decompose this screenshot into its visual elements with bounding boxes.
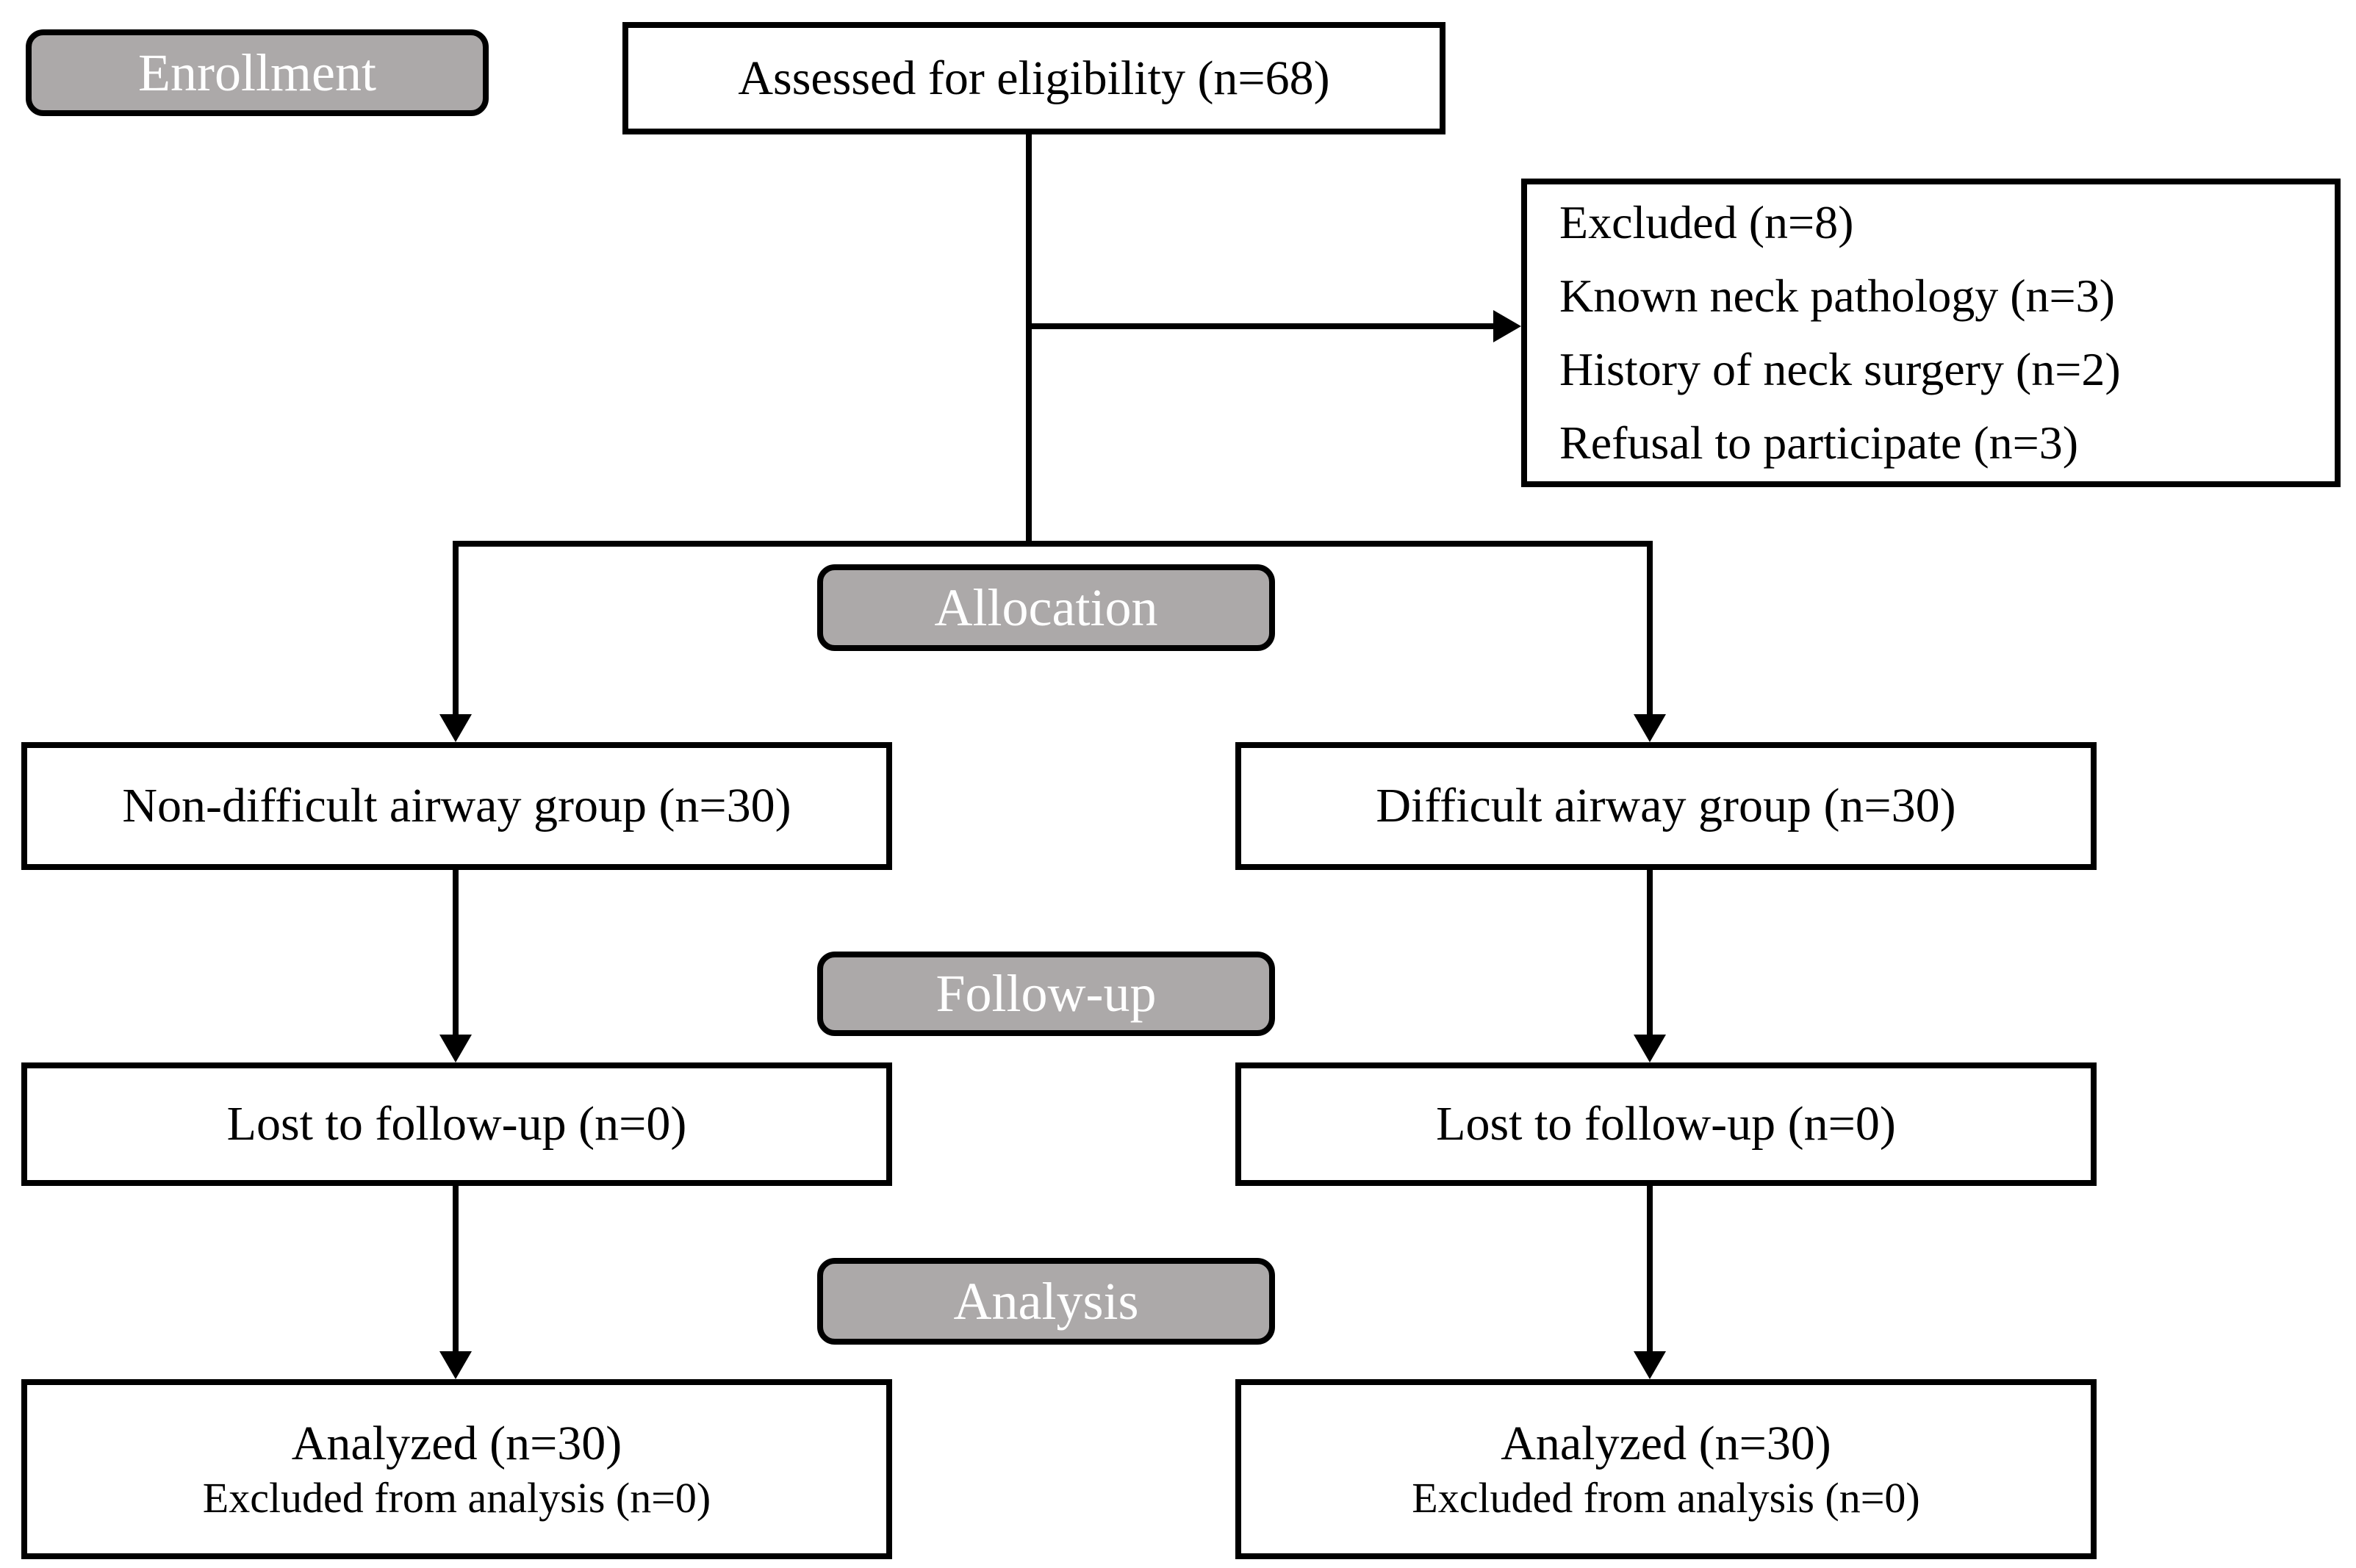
difficult-group-box: Difficult airway group (n=30)	[1235, 742, 2097, 870]
arrowhead-left-group-icon	[439, 714, 472, 742]
non-difficult-group-text: Non-difficult airway group (n=30)	[122, 779, 791, 833]
connector-right-lost-to-analyzed	[1647, 1186, 1653, 1353]
right-excluded-analysis-text: Excluded from analysis (n=0)	[1412, 1474, 1920, 1522]
arrowhead-right-analyzed-icon	[1634, 1351, 1666, 1379]
arrowhead-right-group-icon	[1634, 714, 1666, 742]
left-lost-followup-text: Lost to follow-up (n=0)	[226, 1097, 687, 1151]
excluded-title: Excluded (n=8)	[1559, 196, 1854, 248]
arrowhead-right-lost-icon	[1634, 1035, 1666, 1062]
arrowhead-left-analyzed-icon	[439, 1351, 472, 1379]
right-analyzed-box: Analyzed (n=30) Excluded from analysis (…	[1235, 1379, 2097, 1559]
connector-branch-to-right-group	[1647, 541, 1653, 717]
left-analyzed-text: Analyzed (n=30)	[291, 1417, 622, 1471]
connector-allocation-branch	[453, 541, 1653, 547]
allocation-stage-text: Allocation	[934, 578, 1158, 637]
excluded-reason-item: Known neck pathology (n=3)	[1559, 270, 2115, 322]
analysis-stage-label: Analysis	[817, 1258, 1275, 1345]
right-lost-followup-box: Lost to follow-up (n=0)	[1235, 1062, 2097, 1186]
analysis-stage-text: Analysis	[953, 1271, 1139, 1331]
allocation-stage-label: Allocation	[817, 564, 1275, 651]
excluded-box: Excluded (n=8) Known neck pathology (n=3…	[1521, 179, 2341, 487]
connector-left-lost-to-analyzed	[453, 1186, 459, 1353]
connector-to-excluded	[1026, 323, 1496, 329]
arrowhead-left-lost-icon	[439, 1035, 472, 1062]
difficult-group-text: Difficult airway group (n=30)	[1376, 779, 1956, 833]
left-excluded-analysis-text: Excluded from analysis (n=0)	[202, 1474, 711, 1522]
connector-assessed-to-branch	[1026, 134, 1032, 547]
enrollment-stage-label: Enrollment	[26, 29, 489, 116]
excluded-reason-item: History of neck surgery (n=2)	[1559, 343, 2121, 395]
connector-branch-to-left-group	[453, 541, 459, 717]
enrollment-stage-text: Enrollment	[138, 43, 376, 102]
excluded-reason-item: Refusal to participate (n=3)	[1559, 417, 2079, 469]
left-lost-followup-box: Lost to follow-up (n=0)	[21, 1062, 892, 1186]
left-analyzed-box: Analyzed (n=30) Excluded from analysis (…	[21, 1379, 892, 1559]
followup-stage-text: Follow-up	[935, 964, 1157, 1023]
arrowhead-excluded-icon	[1493, 310, 1521, 342]
connector-left-group-to-lost	[453, 870, 459, 1037]
right-analyzed-text: Analyzed (n=30)	[1501, 1417, 1831, 1471]
assessed-eligibility-text: Assessed for eligibility (n=68)	[738, 51, 1330, 105]
followup-stage-label: Follow-up	[817, 952, 1275, 1036]
assessed-eligibility-box: Assessed for eligibility (n=68)	[622, 22, 1445, 134]
non-difficult-group-box: Non-difficult airway group (n=30)	[21, 742, 892, 870]
right-lost-followup-text: Lost to follow-up (n=0)	[1436, 1097, 1896, 1151]
connector-right-group-to-lost	[1647, 870, 1653, 1037]
